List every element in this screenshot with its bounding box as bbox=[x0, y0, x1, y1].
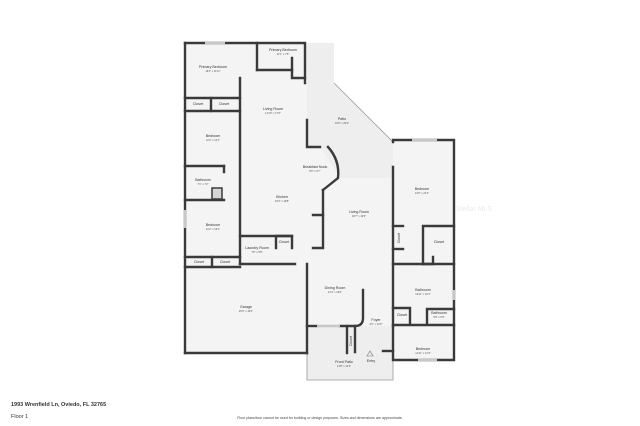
label-breakfast-nook: Breakfast Nook bbox=[303, 165, 328, 169]
dims-laundry: 7'6" x 5'8" bbox=[251, 250, 262, 254]
label-bedroom-e: Bedroom bbox=[415, 187, 430, 191]
patio-area bbox=[305, 43, 393, 178]
label-closet-foyer: Closet bbox=[349, 336, 353, 346]
label-living-room-w: Living Room bbox=[263, 107, 283, 111]
label-closet-1: Closet bbox=[193, 102, 203, 106]
dims-dining-room: 11'4" x 16'0" bbox=[328, 290, 342, 294]
label-foyer: Foyer bbox=[371, 318, 381, 322]
label-closet-e2: Closet bbox=[434, 240, 444, 244]
label-bedroom-nw: Bedroom bbox=[206, 134, 221, 138]
label-primary-bedroom-2: Primary Bedroom bbox=[269, 48, 297, 52]
label-primary-bedroom: Primary Bedroom bbox=[199, 65, 227, 69]
dims-patio: 16'0" x 20'0" bbox=[335, 121, 349, 125]
front-patio-area bbox=[307, 326, 393, 380]
dims-bathroom-small: 5'6" x 5'3" bbox=[433, 315, 444, 319]
label-front-patio: Front Patio bbox=[335, 360, 353, 364]
label-bathroom-e: Bathroom bbox=[415, 288, 431, 292]
walls bbox=[183, 41, 456, 362]
room-labels: Primary Bedroom 16'0" x 11'11" Primary B… bbox=[193, 48, 447, 368]
dims-bedroom-sw: 11'2" x 16'1" bbox=[206, 227, 220, 231]
label-bathroom-w: Bathroom bbox=[195, 178, 211, 182]
label-closet-2: Closet bbox=[219, 102, 229, 106]
label-dining-room: Dining Room bbox=[325, 286, 346, 290]
label-bedroom-se: Bedroom bbox=[416, 347, 431, 351]
dims-bedroom-e: 13'0" x 21'2" bbox=[415, 191, 429, 195]
dims-living-room-e: 16'7" x 19'6" bbox=[352, 214, 366, 218]
label-garage: Garage bbox=[240, 305, 252, 309]
floor-label: Floor 1 bbox=[11, 414, 29, 420]
label-bathroom-small: Bathroom bbox=[431, 311, 447, 315]
interior-floor bbox=[185, 43, 454, 360]
dims-bedroom-se: 12'11" x 12'3" bbox=[415, 351, 431, 355]
dims-primary-bedroom: 16'0" x 11'11" bbox=[205, 69, 220, 73]
dims-breakfast-nook: 8'0" x 5'7" bbox=[309, 169, 320, 173]
address: 1993 Wrenfield Ln, Oviedo, FL 32765 bbox=[11, 402, 107, 408]
label-kitchen: Kitchen bbox=[276, 195, 288, 199]
dims-bathroom-e: 12'11" x 10'1" bbox=[415, 292, 431, 296]
label-living-room-e: Living Room bbox=[349, 210, 369, 214]
label-closet-laundry: Closet bbox=[279, 240, 289, 244]
watermark: Stellar MLS bbox=[456, 206, 493, 213]
dims-bathroom-w: 7'1" x 7'2" bbox=[197, 182, 208, 186]
disclaimer: Floor plans/tour cannot be used for buil… bbox=[237, 416, 403, 420]
label-laundry: Laundry Room bbox=[245, 246, 269, 250]
dims-garage: 20'0" x 19'4" bbox=[239, 309, 253, 313]
label-closet-e3: Closet bbox=[397, 313, 407, 317]
windows bbox=[183, 41, 456, 362]
dims-bedroom-nw: 11'3" x 12'1" bbox=[206, 138, 220, 142]
label-bedroom-sw: Bedroom bbox=[206, 223, 221, 227]
label-entry: Entry bbox=[367, 359, 376, 363]
label-closet-e1: Closet bbox=[397, 233, 401, 243]
entry-arrow-icon bbox=[366, 350, 374, 357]
label-patio: Patio bbox=[338, 117, 346, 121]
dims-front-patio: 14'8" x 12'3" bbox=[337, 364, 351, 368]
dims-foyer: 6'0" x 10'0" bbox=[370, 322, 383, 326]
dims-kitchen: 16'3" x 19'8" bbox=[275, 199, 289, 203]
patio-edge bbox=[333, 82, 394, 143]
dims-primary-bedroom-2: 11'1" x 7'6" bbox=[277, 52, 290, 56]
label-closet-3: Closet bbox=[194, 260, 204, 264]
dims-living-room-w: 14'10" x 17'5" bbox=[265, 111, 281, 115]
label-closet-4: Closet bbox=[220, 260, 230, 264]
